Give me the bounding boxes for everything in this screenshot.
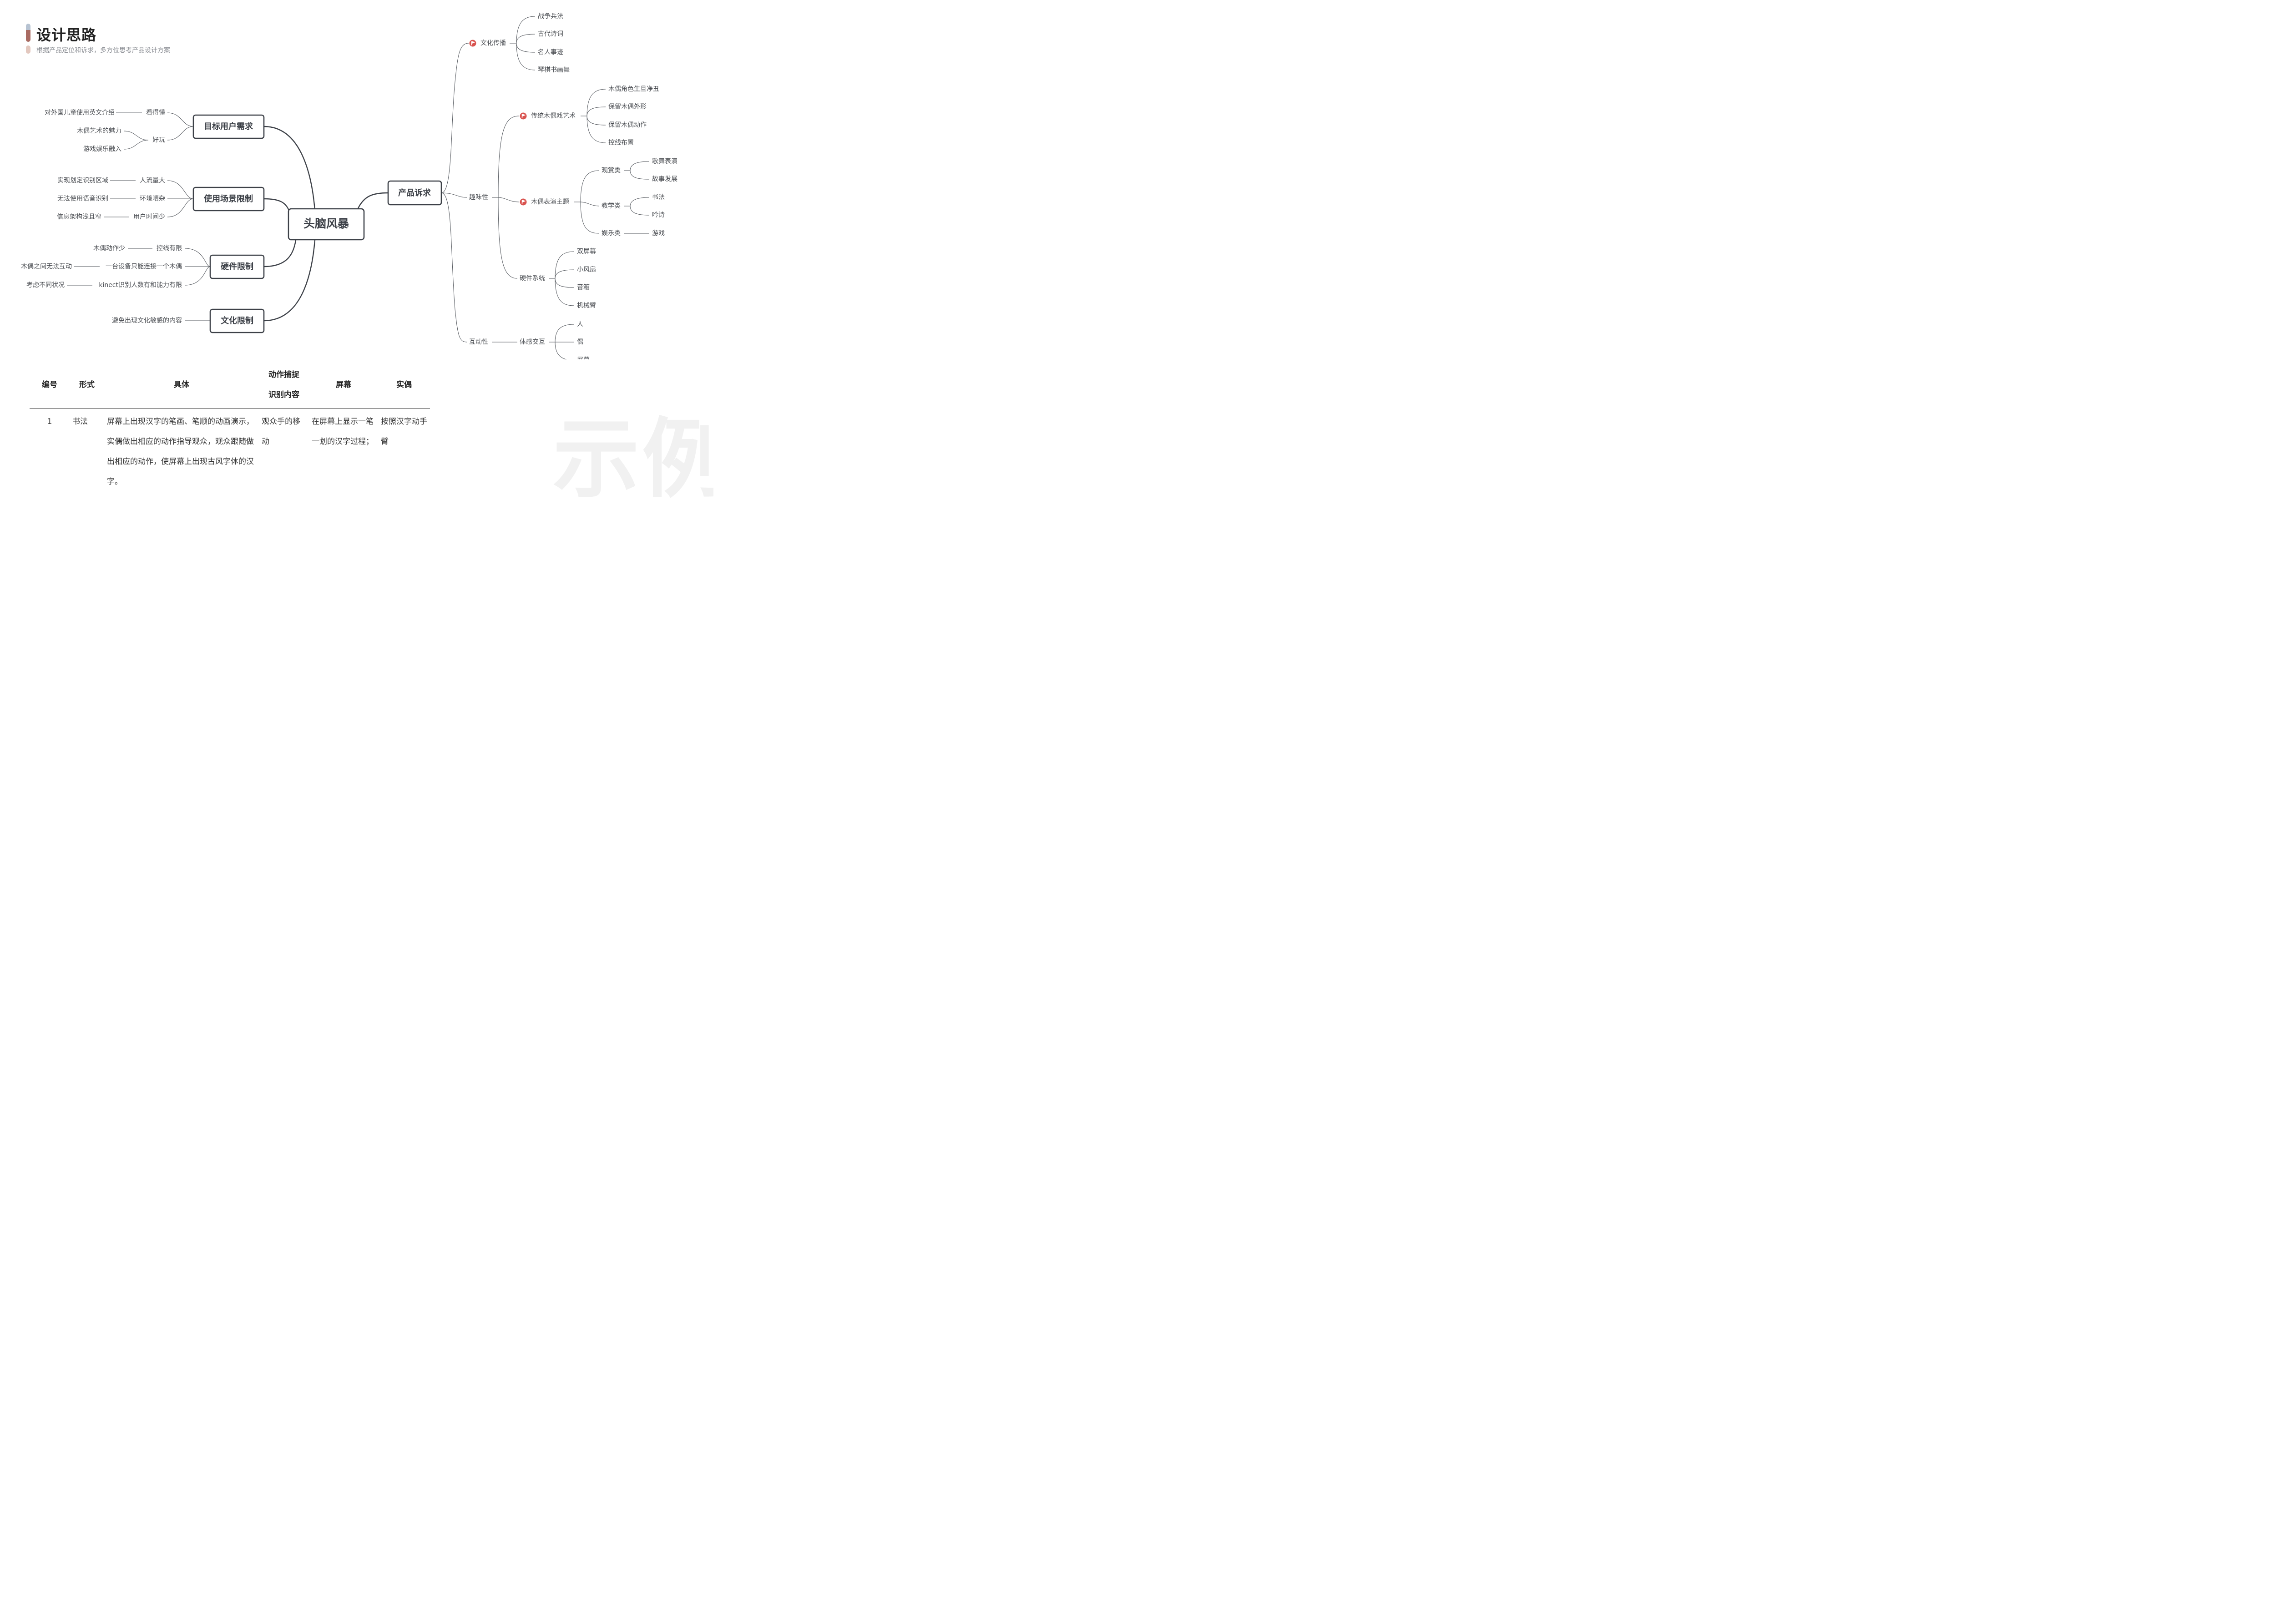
target-users-label: 目标用户需求 (204, 121, 253, 131)
theme-item: 故事发展 (652, 176, 677, 183)
page-subtitle: 根据产品定位和诉求，多方位思考产品设计方案 (36, 47, 170, 54)
puppet-art-item: 保留木偶动作 (608, 121, 647, 129)
cell-puppet: 按照汉字动手臂 (381, 417, 427, 446)
cell-detail: 屏幕上出现汉字的笔画、笔顺的动画演示，实偶做出相应的动作指导观众，观众跟随做出相… (107, 417, 254, 486)
puppet-art-item: 木偶角色生旦净丑 (608, 85, 659, 93)
connector-root-target-users (263, 126, 316, 211)
col-header-num: 编号 (42, 380, 57, 389)
hardware-system-item: 机械臂 (577, 302, 596, 309)
cell-form: 书法 (72, 417, 88, 426)
connector-root-scene (263, 198, 291, 213)
product-node-box (387, 180, 442, 206)
design-plan-table: 编号 形式 具体 动作捕捉 识别内容 屏幕 实偶 1 书法 屏幕上出现汉字的笔画… (30, 361, 430, 498)
scene-mid: 用户时间少 (133, 213, 165, 221)
col-header-detail: 具体 (174, 380, 189, 389)
main-nodes (192, 114, 442, 333)
connector-root-culture (263, 240, 316, 322)
understand-leaf: 对外国儿童使用英文介绍 (45, 109, 115, 116)
col-header-capture-line2: 识别内容 (268, 390, 299, 399)
mind-map: 头脑风暴 目标用户需求 使用场景限制 硬件限制 文化限制 产品诉求 看得懂 对外… (21, 13, 677, 359)
scene-mid: 人流量大 (140, 177, 165, 184)
culture-spread-item: 战争兵法 (538, 13, 563, 20)
hardware-label: 硬件限制 (221, 262, 253, 272)
cell-capture: 观众手的移动 (262, 417, 300, 446)
scene-leaf: 实现划定识别区域 (57, 177, 108, 184)
fun-branch-label: 趣味性 (469, 194, 488, 201)
page-canvas: { "header": { "title": "设计思路", "subtitle… (0, 0, 713, 504)
hardware-mid: kinect识别人数有和能力有限 (99, 282, 182, 289)
culture-leaf: 避免出现文化敏感的内容 (112, 317, 182, 324)
connector-root-product (357, 192, 389, 210)
cell-num: 1 (47, 417, 52, 426)
hardware-system-item: 音箱 (577, 283, 590, 291)
scene-label: 使用场景限制 (203, 194, 253, 204)
scene-leaf: 无法使用语音识别 (57, 195, 108, 202)
theme-item: 书法 (652, 194, 665, 201)
target-users-node-box (192, 114, 265, 139)
play-label: 娱乐类 (602, 230, 621, 237)
hardware-mid: 控线有限 (157, 245, 182, 252)
flag-icon (520, 198, 527, 206)
main-connectors (263, 126, 389, 322)
scene-leaf: 信息架构浅且窄 (57, 213, 101, 221)
culture-spread-item: 名人事迹 (538, 49, 563, 56)
hardware-mid: 一台设备只能连接一个木偶 (106, 262, 182, 270)
flag-icon (520, 112, 527, 120)
table-row: 1 书法 屏幕上出现汉字的笔画、笔顺的动画演示，实偶做出相应的动作指导观众，观众… (30, 409, 430, 499)
somatosensory-item: 人 (577, 321, 583, 328)
thin-connectors (67, 16, 650, 359)
fun-label: 好玩 (152, 136, 165, 144)
puppet-art-item: 保留木偶外形 (608, 103, 647, 111)
interactive-label: 互动性 (469, 338, 488, 346)
understand-label: 看得懂 (146, 109, 165, 116)
cell-screen: 在屏幕上显示一笔一划的汉字过程； (312, 417, 374, 446)
col-header-screen: 屏幕 (336, 380, 351, 389)
somatosensory-item: 屏幕 (577, 357, 590, 359)
hardware-node-box (209, 254, 265, 279)
somatosensory-item: 偶 (577, 338, 583, 346)
fun-leaf: 游戏娱乐融入 (83, 146, 121, 153)
puppet-art-item: 控线布置 (608, 139, 634, 146)
col-header-form: 形式 (79, 380, 95, 389)
hardware-system-item: 小风扇 (577, 266, 596, 273)
table-header-row: 编号 形式 具体 动作捕捉 识别内容 屏幕 实偶 (30, 361, 430, 409)
watermark: 示例 (553, 409, 713, 504)
theme-item: 游戏 (652, 230, 665, 237)
hardware-system-label: 硬件系统 (520, 275, 545, 282)
col-header-capture-line1: 动作捕捉 (268, 370, 299, 379)
root-node-label: 头脑风暴 (303, 217, 349, 230)
fun-leaf: 木偶艺术的魅力 (77, 127, 121, 135)
col-header-puppet: 实偶 (396, 380, 412, 389)
hardware-leaf: 考虑不同状况 (26, 282, 65, 289)
subtitle-accent-bar (26, 45, 30, 54)
teach-label: 教学类 (602, 202, 621, 210)
hardware-system-item: 双屏幕 (577, 248, 596, 255)
hardware-leaf: 木偶之间无法互动 (21, 263, 72, 270)
culture-node-box (209, 308, 265, 333)
header-accent-bar (26, 24, 30, 42)
hardware-leaf: 木偶动作少 (93, 245, 125, 252)
scene-mid: 环境嘈杂 (140, 195, 165, 202)
puppet-theme-label: 木偶表演主题 (531, 198, 569, 206)
scene-node-box (192, 187, 265, 212)
theme-item: 吟诗 (652, 212, 665, 219)
watch-label: 观赏类 (602, 167, 621, 174)
somatosensory-label: 体感交互 (520, 338, 545, 346)
puppet-art-label: 传统木偶戏艺术 (531, 112, 576, 120)
culture-spread-label: 文化传播 (480, 40, 506, 47)
flag-icon (469, 40, 476, 47)
col-header-capture: 动作捕捉 识别内容 (259, 361, 309, 409)
culture-label: 文化限制 (221, 316, 253, 326)
page-title: 设计思路 (36, 26, 97, 44)
culture-spread-item: 琴棋书画舞 (538, 66, 570, 74)
theme-item: 歌舞表演 (652, 158, 677, 165)
product-appeal-label: 产品诉求 (398, 188, 431, 198)
root-node-box (288, 208, 365, 241)
flag-icons (469, 40, 527, 206)
culture-spread-item: 古代诗词 (538, 30, 563, 38)
connector-root-hardware (263, 240, 297, 267)
